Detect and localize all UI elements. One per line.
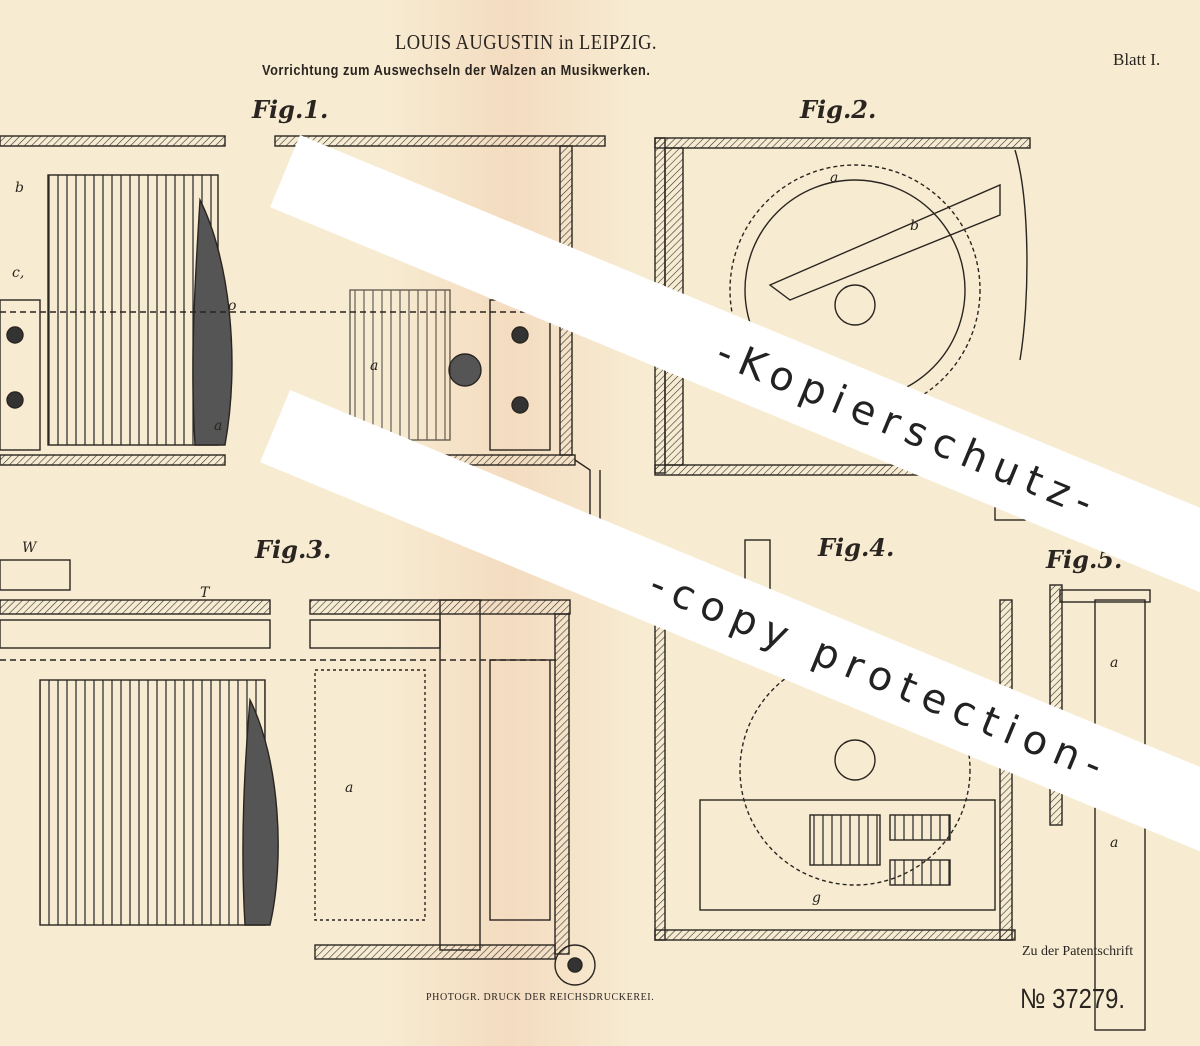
patent-number: № 37279. (1020, 983, 1125, 1014)
printer-credit: PHOTOGR. DRUCK DER REICHSDRUCKEREI. (426, 992, 655, 1003)
part-label: a (1110, 655, 1119, 671)
fig-4-drawing (654, 539, 1016, 941)
part-label: W (22, 540, 37, 556)
part-label: o (228, 298, 237, 314)
patent-subtitle: Vorrichtung zum Auswechseln der Walzen a… (262, 62, 651, 79)
part-label: a (1110, 835, 1119, 851)
part-label: g (812, 890, 821, 906)
part-label: a (830, 170, 839, 186)
part-label: c, (12, 265, 25, 281)
fig-4-label: Fig.4. (818, 533, 895, 562)
part-label: a (214, 418, 223, 434)
fig-1-label: Fig.1. (252, 95, 329, 124)
part-label: a (345, 780, 354, 796)
part-label: b (910, 218, 919, 234)
sheet-number: Blatt I. (1113, 50, 1161, 69)
part-label: b (15, 180, 24, 196)
fig-3-drawing (0, 559, 596, 986)
fig-3-label: Fig.3. (255, 535, 332, 564)
fig-2-label: Fig.2. (800, 95, 877, 124)
part-label: a (370, 358, 379, 374)
inventor-title: LOUIS AUGUSTIN in LEIPZIG. (395, 30, 657, 54)
part-label: T (200, 585, 210, 601)
patent-reference: Zu der Patentschrift (1022, 944, 1134, 959)
